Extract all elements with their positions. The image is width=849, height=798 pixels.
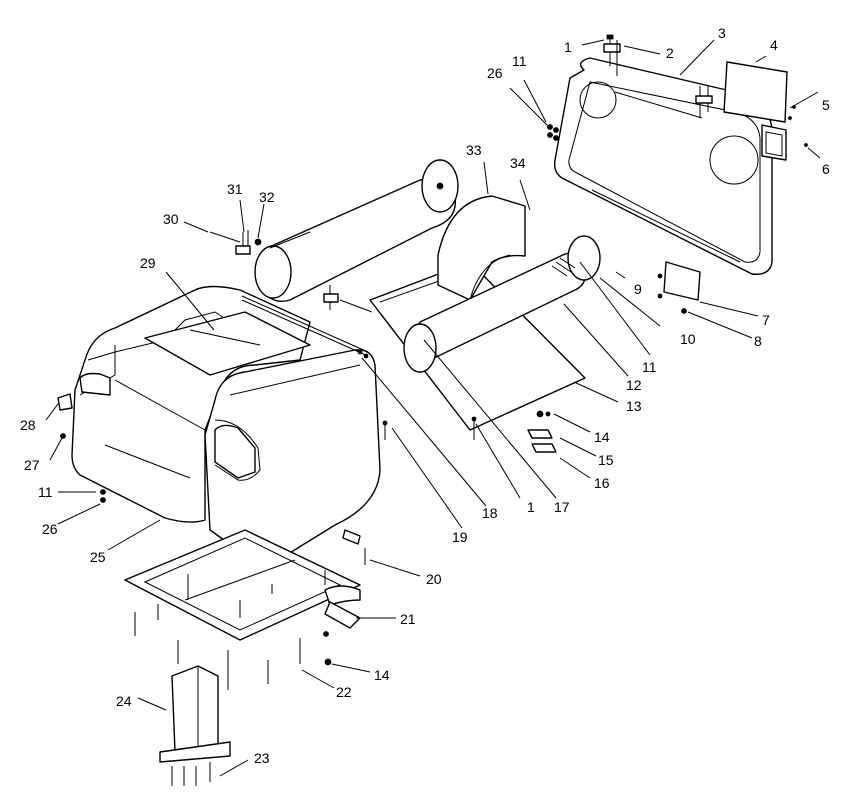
callout-14: 14	[374, 667, 390, 683]
side-bracket	[657, 261, 701, 314]
callout-26: 26	[42, 521, 58, 537]
callout-7: 7	[762, 312, 770, 328]
callout-12: 12	[626, 377, 642, 393]
callout-9: 9	[634, 281, 642, 297]
callout-11: 11	[512, 53, 527, 69]
hinge-rod	[241, 295, 369, 359]
decal	[723, 61, 788, 123]
callout-11: 11	[642, 359, 657, 375]
callout-1: 1	[564, 39, 572, 55]
callout-15: 15	[598, 452, 614, 468]
callout-29: 29	[140, 255, 156, 271]
callout-13: 13	[626, 398, 642, 414]
callout-31: 31	[227, 181, 243, 197]
callout-21: 21	[400, 611, 416, 627]
rear-panel	[553, 57, 773, 275]
leader-lines	[45, 39, 821, 777]
callout-11: 11	[38, 484, 53, 500]
callout-19: 19	[452, 529, 468, 545]
callout-4: 4	[770, 37, 778, 53]
callout-32: 32	[259, 189, 275, 205]
callout-2: 2	[666, 45, 674, 61]
callout-6: 6	[822, 161, 830, 177]
washers-nuts-rear	[547, 124, 559, 141]
callout-16: 16	[594, 475, 610, 491]
callout-28: 28	[20, 417, 36, 433]
callout-1: 1	[527, 499, 535, 515]
frame-bolts	[134, 548, 366, 690]
spacer-plates	[527, 410, 557, 453]
callout-8: 8	[754, 333, 762, 349]
callout-33: 33	[466, 142, 482, 158]
callout-17: 17	[554, 499, 570, 515]
callout-27: 27	[24, 457, 40, 473]
callout-34: 34	[510, 155, 526, 171]
callout-24: 24	[116, 693, 132, 709]
axle-bolts	[209, 230, 373, 313]
callout-23: 23	[254, 750, 270, 766]
callout-3: 3	[718, 25, 726, 41]
callout-14: 14	[594, 429, 610, 445]
callout-5: 5	[822, 97, 830, 113]
center-shroud	[437, 195, 526, 301]
latch-bracket	[761, 105, 808, 161]
callout-18: 18	[482, 505, 498, 521]
callout-30: 30	[163, 211, 179, 227]
top-bolts-hardware	[603, 34, 713, 118]
lower-roller	[403, 235, 601, 373]
upper-roller	[254, 159, 459, 303]
main-housing	[71, 285, 381, 566]
callout-20: 20	[426, 571, 442, 587]
support-leg	[159, 665, 231, 786]
callout-26: 26	[487, 65, 503, 81]
callouts: 1 2 3 4 5 6 26 11 33 34 31 32 30 29 9 7 …	[20, 25, 830, 766]
callout-25: 25	[90, 549, 106, 565]
knob	[57, 393, 106, 503]
callout-22: 22	[336, 684, 352, 700]
frame	[124, 529, 361, 641]
pins	[382, 416, 477, 440]
callout-10: 10	[680, 331, 696, 347]
